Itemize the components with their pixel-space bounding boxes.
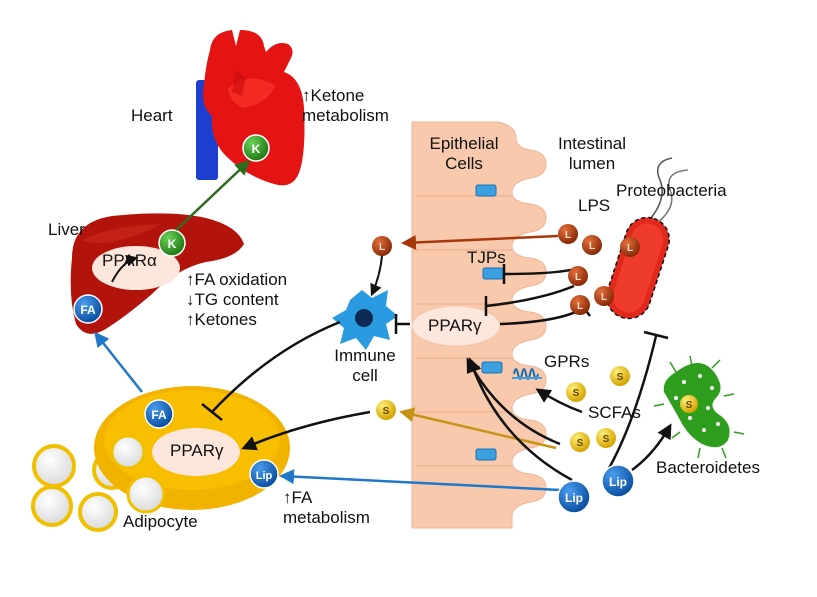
liver-ketone-badge	[158, 229, 186, 257]
liver-ppar-alpha-label: PPARα	[102, 251, 157, 270]
liver-fa-badge	[73, 294, 103, 324]
badge-s: S	[573, 388, 580, 399]
tjps-label: TJPs	[467, 248, 506, 267]
inhibit-bar	[643, 330, 669, 340]
badge-s: S	[686, 400, 693, 411]
scfa-molecule	[566, 382, 586, 402]
badge-s: S	[577, 438, 584, 449]
heart-icon	[196, 30, 305, 186]
arrow-l-to-immune-cell	[370, 255, 383, 297]
badge-l: L	[565, 230, 571, 241]
scfa-molecule	[596, 428, 616, 448]
tjp-block	[475, 184, 497, 197]
lipid-molecule	[557, 480, 591, 514]
arrow-scfa-to-circulation	[399, 407, 557, 450]
arrow-scfas-to-gprs	[535, 388, 583, 414]
badge-l: L	[589, 241, 595, 252]
intestinal-lumen-label-line2: lumen	[568, 154, 616, 173]
immune-cell-label-line2: cell	[352, 366, 378, 385]
epithelial-cells-label-line2: Cells	[445, 154, 483, 173]
inhibit-bar	[201, 403, 223, 421]
liver-effect-line3: ↑Ketones	[186, 310, 257, 329]
heart-label: Heart	[131, 106, 173, 125]
badge-s: S	[383, 406, 390, 417]
lipid-molecule	[601, 464, 635, 498]
gpr-receptor-icon	[512, 368, 542, 380]
badge-lip: Lip	[565, 491, 583, 505]
heart-effect-line2: metabolism	[302, 106, 389, 125]
intestinal-lumen-label-line1: Intestinal	[557, 134, 627, 153]
arrow-lip-to-epithelium-ppar	[466, 357, 573, 482]
badge-l: L	[627, 243, 633, 254]
inhibit-immune-cell-to-adipocyte	[211, 320, 341, 413]
bacteroidetes-scfa-badge	[680, 395, 698, 413]
lps-molecule	[594, 286, 614, 306]
bacteroidetes-label: Bacteroidetes	[656, 458, 760, 477]
arrow-bacteroidetes-to-lip	[631, 423, 672, 472]
badge-l: L	[379, 242, 385, 253]
badge-l: L	[575, 272, 581, 283]
tjp-block	[482, 267, 504, 280]
badge-l: L	[577, 301, 583, 312]
lps-molecule	[568, 266, 588, 286]
badge-lip: Lip	[256, 470, 273, 482]
lps-molecule	[558, 224, 578, 244]
adipocyte-ppar-gamma-nucleus	[152, 428, 240, 476]
tjp-block	[481, 361, 503, 374]
inhibit-bacteroidetes-to-proteobacteria	[606, 335, 658, 471]
scfa-molecule	[570, 432, 590, 452]
immune-cell-label-line1: Immune	[334, 346, 396, 365]
arrow-lip-gut-to-adipocyte	[279, 469, 561, 492]
adipocyte-fa-badge	[144, 399, 174, 429]
epithelial-cells-label-line1: Epithelial	[429, 134, 499, 153]
adipocyte-ppar-gamma-label: PPARγ	[170, 441, 224, 460]
lps-molecule	[582, 235, 602, 255]
badge-k: K	[168, 237, 177, 251]
badge-fa: FA	[80, 303, 96, 317]
adipocyte-effect-line2: metabolism	[283, 508, 370, 527]
arrow-fa-adipocyte-to-liver	[94, 331, 143, 393]
epithelium-ppar-gamma-nucleus	[411, 305, 501, 347]
lps-molecule	[372, 236, 392, 256]
inhibit-l-to-ppar-gamma	[485, 284, 575, 308]
heart-effect-line1: ↑Ketone	[302, 86, 365, 105]
badge-lip: Lip	[609, 475, 627, 489]
arrow-lps-to-circulation	[401, 234, 559, 250]
liver-effect-line2: ↓TG content	[186, 290, 279, 309]
scfas-label: SCFAs	[588, 403, 641, 422]
proteobacteria-label: Proteobacteria	[616, 181, 727, 200]
badge-s: S	[603, 434, 610, 445]
epithelium-ppar-gamma-label: PPARγ	[428, 316, 482, 335]
liver-effect-line1: ↑FA oxidation	[186, 270, 288, 289]
gprs-label: GPRs	[544, 352, 590, 371]
proteobacteria-icon	[605, 157, 689, 320]
lps-molecule	[570, 295, 590, 315]
adipocyte-effect-line1: ↑FA	[283, 488, 313, 507]
adipocyte-label: Adipocyte	[123, 512, 198, 531]
arrow-s-to-adipocyte-ppar	[241, 410, 371, 451]
lps-label: LPS	[578, 196, 611, 215]
bacteroidetes-icon	[653, 355, 745, 459]
arrow-liver-ppar-to-ketone	[111, 254, 139, 283]
scfa-molecule	[376, 400, 396, 420]
arrow-ketone-liver-to-heart	[175, 159, 251, 231]
scfa-molecule	[610, 366, 630, 386]
badge-fa: FA	[151, 408, 167, 422]
tjp-block	[475, 448, 497, 461]
immune-cell-icon	[332, 290, 398, 350]
proteobacteria-lps-badge	[620, 237, 640, 257]
badge-l: L	[601, 292, 607, 303]
badge-k: K	[252, 142, 261, 156]
heart-ketone-badge	[242, 134, 270, 162]
adipocyte-lip-badge	[249, 459, 279, 489]
badge-s: S	[617, 372, 624, 383]
liver-label: Liver	[48, 220, 85, 239]
